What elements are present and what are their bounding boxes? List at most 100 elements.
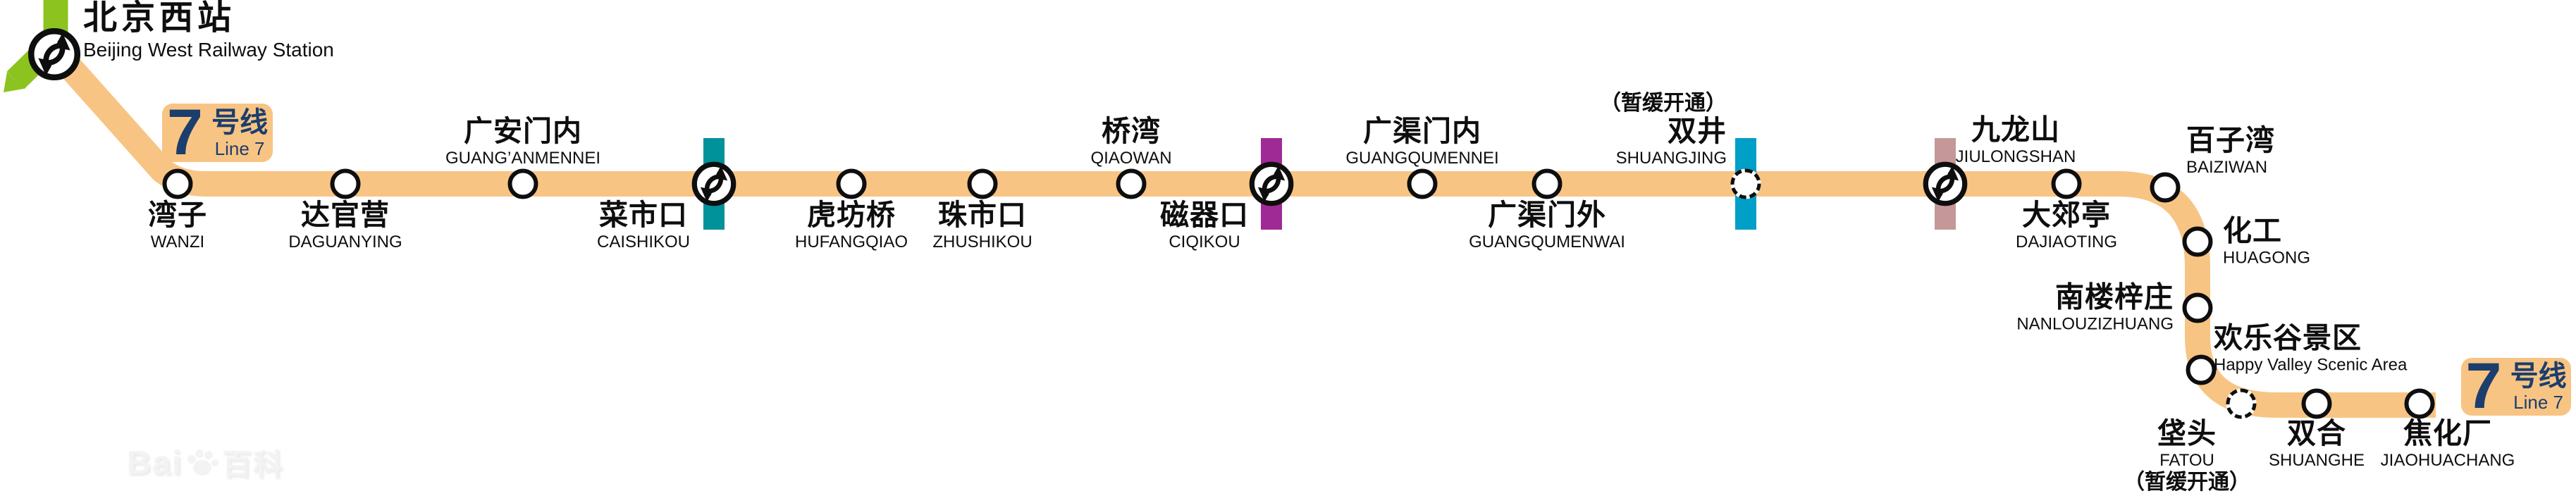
station-name-zh-guangqumennei: 广渠门内 (1362, 115, 1481, 147)
station-marker-nanlouzizhuang (2182, 292, 2213, 323)
interchange-icon-beijing-west (27, 27, 82, 82)
station-marker-shuanghe (2301, 388, 2332, 419)
station-marker-huagong (2182, 226, 2213, 257)
station-marker-wanzi (162, 168, 193, 199)
station-name-en-guanganmennei: GUANG’ANMENNEI (445, 149, 601, 168)
station-marker-shuangjing (1730, 168, 1761, 199)
badge-line-number: 7 (166, 96, 204, 168)
station-name-en-jiulongshan: JIULONGSHAN (1955, 147, 2076, 166)
terminus-name-zh: 北京西站 (83, 0, 236, 37)
station-name-en-wanzi: WANZI (150, 232, 205, 252)
transfer-arrows-icon (1249, 161, 1294, 206)
interchange-icon-caishikou (691, 161, 737, 207)
station-name-zh-wanzi: 湾子 (148, 199, 207, 231)
transfer-arrows-icon (691, 161, 737, 206)
baidu-watermark: Bai 百科 (127, 441, 284, 484)
station-name-zh-guanganmennei: 广安门内 (464, 115, 582, 147)
station-marker-dajiaoting (2051, 168, 2082, 199)
watermark-text-right: 百科 (222, 448, 285, 481)
station-name-zh-caishikou: 菜市口 (599, 199, 688, 231)
interchange-icon-ciqikou (1248, 161, 1295, 207)
station-name-en-shuanghe: SHUANGHE (2268, 451, 2365, 470)
station-note-shuangjing: （暂缓开通） (1600, 92, 1727, 115)
terminus-header: 北京西站 Beijing West Railway Station (83, 1, 334, 60)
station-label-guangqumennei: 广渠门内 GUANGQUMENNEI (1345, 117, 1498, 167)
station-label-shuanghe: 双合 SHUANGHE (2269, 419, 2365, 469)
station-name-en-daguanying: DAGUANYING (288, 232, 402, 252)
station-name-zh-shuangjing: 双井 (1668, 115, 1727, 147)
station-marker-guanganmennei (507, 168, 538, 199)
badge-line-number: 7 (2465, 350, 2502, 423)
station-name-zh-dajiaoting: 大郊亭 (2021, 199, 2111, 231)
station-name-en-guangqumennei: GUANGQUMENNEI (1345, 149, 1499, 168)
badge-line-zh: 号线 (211, 106, 269, 138)
station-name-zh-hufangqiao: 虎坊桥 (807, 199, 896, 231)
station-name-zh-nanlouzizhuang: 南楼梓庄 (2055, 280, 2174, 313)
station-label-shuangjing: （暂缓开通）双井 SHUANGJING (1600, 90, 1727, 167)
badge-line-en: Line 7 (2513, 392, 2563, 413)
station-marker-hufangqiao (836, 168, 867, 199)
station-name-en-caishikou: CAISHIKOU (596, 232, 691, 252)
station-name-en-huagong: HUAGONG (2223, 248, 2311, 268)
station-name-en-qiaowan: QIAOWAN (1090, 149, 1172, 168)
station-label-qiaowan: 桥湾 QIAOWAN (1090, 117, 1171, 167)
terminus-name-en: Beijing West Railway Station (83, 39, 334, 61)
line7-badge-right: 7 号线 Line 7 (2461, 350, 2571, 423)
station-note-fatou: （暂缓开通） (2124, 471, 2250, 494)
station-name-zh-zhushikou: 珠市口 (938, 199, 1027, 231)
station-name-en-zhushikou: ZHUSHIKOU (932, 232, 1033, 252)
station-name-en-happy-valley: Happy Valley Scenic Area (2214, 355, 2408, 375)
interchange-icon-jiulongshan (1922, 161, 1968, 207)
station-name-zh-jiaohuachang: 焦化厂 (2403, 417, 2492, 449)
station-name-en-fatou: FATOU (2159, 451, 2214, 470)
station-marker-guangqumenwai (1532, 168, 1563, 199)
station-name-zh-ciqikou: 磁器口 (1160, 199, 1249, 231)
station-name-en-jiaohuachang: JIAOHUACHANG (2380, 451, 2515, 470)
station-name-en-dajiaoting: DAJIAOTING (2015, 232, 2118, 252)
badge-line-zh: 号线 (2510, 361, 2567, 392)
station-name-zh-happy-valley: 欢乐谷景区 (2214, 321, 2362, 354)
station-name-zh-qiaowan: 桥湾 (1102, 115, 1161, 147)
badge-line-en: Line 7 (214, 137, 265, 159)
station-marker-fatou (2226, 388, 2257, 419)
station-label-fatou: 垡头 FATOU（暂缓开通） (2124, 419, 2250, 496)
station-name-en-shuangjing: SHUANGJING (1615, 149, 1727, 168)
transfer-arrows-icon (27, 27, 81, 81)
station-name-zh-daguanying: 达官营 (300, 199, 390, 231)
paw-icon (187, 449, 219, 476)
station-name-zh-guangqumenwai: 广渠门外 (1488, 199, 1606, 231)
station-name-zh-baiziwan: 百子湾 (2186, 124, 2275, 156)
station-name-zh-shuanghe: 双合 (2287, 417, 2346, 449)
station-label-baiziwan: 百子湾 BAIZIWAN (2186, 126, 2275, 176)
station-name-en-nanlouzizhuang: NANLOUZIZHUANG (2016, 314, 2174, 334)
station-marker-zhushikou (967, 168, 998, 199)
station-name-zh-fatou: 垡头 (2157, 417, 2217, 449)
station-name-zh-jiulongshan: 九龙山 (1971, 113, 2060, 146)
station-name-en-ciqikou: CIQIKOU (1169, 232, 1240, 252)
station-name-zh-huagong: 化工 (2223, 214, 2282, 247)
line7-badge-left: 7 号线 Line 7 (162, 96, 273, 168)
station-label-guanganmennei: 广安门内 GUANG’ANMENNEI (445, 117, 600, 167)
station-marker-jiaohuachang (2404, 388, 2435, 419)
transfer-arrows-icon (1923, 161, 1968, 206)
station-name-en-hufangqiao: HUFANGQIAO (794, 232, 908, 252)
watermark-text-left: Bai (127, 444, 183, 481)
station-marker-happy-valley (2186, 354, 2217, 385)
station-marker-qiaowan (1116, 168, 1147, 199)
station-marker-daguanying (330, 168, 361, 199)
station-name-en-baiziwan: BAIZIWAN (2186, 158, 2268, 177)
station-marker-guangqumennei (1407, 168, 1438, 199)
station-name-en-guangqumenwai: GUANGQUMENWAI (1469, 232, 1625, 252)
